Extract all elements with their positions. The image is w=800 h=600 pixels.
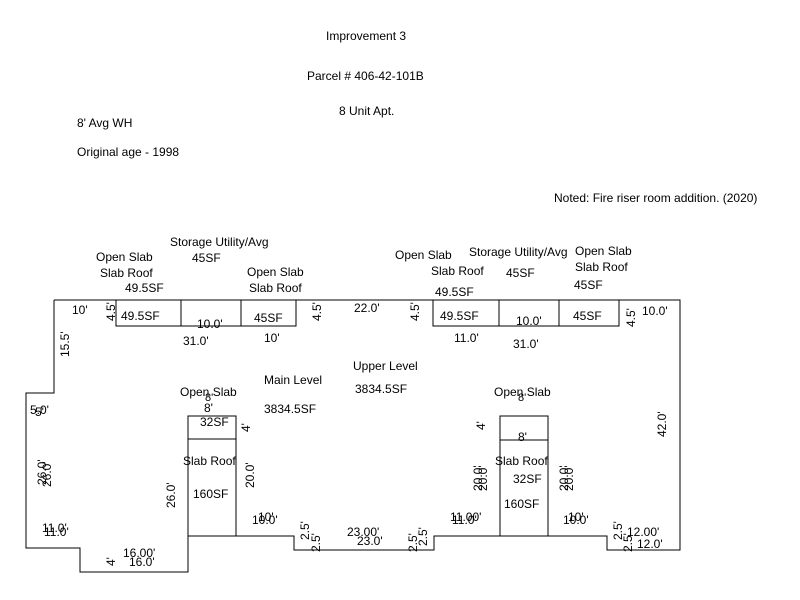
- open-slab-right-sf: 32SF: [513, 472, 542, 486]
- slab-roof-box-right: [499, 439, 549, 537]
- dim-31-0-a: 31.0': [183, 334, 209, 348]
- upper-level-sf: 3834.5SF: [355, 382, 408, 396]
- upper-level-label: Upper Level: [353, 359, 418, 373]
- dim-10-0-a: 10.0': [197, 317, 223, 331]
- dim-16-0: 16.0': [129, 555, 155, 569]
- open-slab-roof-right2-sf-box: 45SF: [573, 309, 602, 323]
- open-slab-label-lower-left: Open Slab: [180, 385, 237, 399]
- parcel-number: Parcel # 406-42-101B: [307, 69, 424, 83]
- dim-23-0: 23.0': [357, 534, 383, 548]
- dim-10-0-f: 10.0': [563, 513, 589, 527]
- dim-8-c: 8': [518, 392, 527, 404]
- open-slab-roof-right2-sf: 45SF: [574, 278, 603, 292]
- dim-11-0-e: 11.0': [452, 513, 477, 527]
- title: Improvement 3: [326, 29, 407, 43]
- dim-11-00-d: 11.00': [450, 510, 482, 524]
- dim-26-0-b: 26.0': [40, 461, 54, 487]
- dim-10-e: 10': [258, 510, 274, 524]
- slab-roof-right-sf: 160SF: [504, 497, 540, 511]
- dim-42-0: 42.0': [655, 411, 669, 437]
- slab-roof-box-left: [187, 438, 237, 537]
- storage-right-sf: 45SF: [506, 266, 535, 280]
- dim-20-0-e: 20.0': [562, 465, 576, 491]
- dim-4-c: 4': [104, 557, 118, 566]
- dim-4-b: 4': [474, 421, 488, 430]
- open-slab-label-right2: Open Slab: [575, 244, 632, 258]
- dim-4-5-a: 4.5': [104, 302, 118, 321]
- dim-4-a: 4': [239, 423, 253, 432]
- slab-roof-label-lower-right: Slab Roof: [495, 454, 548, 468]
- dim-26-0-c: 26.0': [164, 482, 178, 508]
- main-level-sf: 3834.5SF: [264, 402, 317, 416]
- dim-22-0: 22.0': [354, 301, 380, 315]
- open-slab-roof-left-sf-box: 49.5SF: [121, 309, 160, 323]
- open-slab-label-lower-right: Open Slab: [494, 385, 551, 399]
- dim-2-5-d: 2.5': [416, 527, 430, 546]
- dim-10-0-right: 10.0': [642, 304, 668, 318]
- dim-20-0-c: 20.0': [476, 465, 490, 491]
- storage-label-right: Storage Utility/Avg: [469, 245, 568, 259]
- wall-height: 8' Avg WH: [77, 116, 133, 130]
- storage-label-left: Storage Utility/Avg: [170, 235, 269, 249]
- dim-23-00: 23.00': [347, 525, 380, 539]
- dim-12-0: 12.0': [637, 537, 663, 551]
- open-slab-roof-box-right2: [558, 299, 620, 327]
- dim-8-b: 8': [204, 401, 213, 415]
- note: Noted: Fire riser room addition. (2020): [554, 191, 758, 205]
- storage-left-sf: 45SF: [192, 251, 221, 265]
- dim-11-0-b: 11.0': [42, 521, 67, 535]
- dim-4-5-c: 4.5': [408, 302, 422, 321]
- main-level-label: Main Level: [264, 373, 323, 387]
- slab-roof-label-lower-left: Slab Roof: [183, 454, 236, 468]
- dim-11-0-a: 11.0': [454, 331, 479, 345]
- dim-20-0-a: 20.0': [243, 462, 257, 488]
- dim-10-f: 10': [568, 510, 584, 524]
- dim-10-0-e: 10.0': [252, 513, 278, 527]
- dim-4-5-d: 4.5': [624, 308, 638, 327]
- open-slab-roof-mid-sf-box: 45SF: [254, 311, 283, 325]
- slab-roof-left-sf: 160SF: [193, 487, 229, 501]
- dim-8-a: 8': [205, 392, 214, 404]
- open-slab-label-mid: Open Slab: [247, 265, 304, 279]
- open-slab-roof-right1-sf-box: 49.5SF: [440, 309, 479, 323]
- dim-4-5-b: 4.5': [310, 302, 324, 321]
- slab-roof-label-mid: Slab Roof: [249, 281, 302, 295]
- dim-10-0-c: 10.0': [516, 314, 542, 328]
- slab-roof-label-right1: Slab Roof: [431, 264, 484, 278]
- dim-10-top-left: 10': [72, 303, 88, 317]
- dim-11-0-c: 11.0': [44, 525, 69, 539]
- slab-roof-label-right2: Slab Roof: [575, 260, 628, 274]
- open-slab-roof-box-mid: [240, 299, 297, 327]
- open-slab-roof-left-sf: 49.5SF: [125, 281, 164, 295]
- dim-8-d: 8': [518, 430, 527, 444]
- original-age: Original age - 1998: [77, 145, 180, 159]
- dim-12-00: 12.00': [627, 525, 660, 539]
- dim-5-b: 5': [35, 405, 44, 419]
- open-slab-roof-right1-sf: 49.5SF: [435, 285, 474, 299]
- open-slab-left-sf: 32SF: [200, 415, 229, 429]
- dim-15-5: 15.5': [58, 331, 72, 357]
- dim-16-00: 16.00': [123, 546, 156, 560]
- dim-10-b: 10': [264, 331, 280, 345]
- dim-31-0-b: 31.0': [513, 337, 539, 351]
- dim-5-0: 5.0': [30, 403, 49, 417]
- open-slab-label-right1: Open Slab: [395, 248, 452, 262]
- building-perimeter: [25, 299, 681, 573]
- open-slab-label-left: Open Slab: [96, 250, 153, 264]
- slab-roof-label-left: Slab Roof: [100, 266, 153, 280]
- dim-2-5-b: 2.5': [309, 533, 323, 552]
- unit-description: 8 Unit Apt.: [339, 104, 395, 118]
